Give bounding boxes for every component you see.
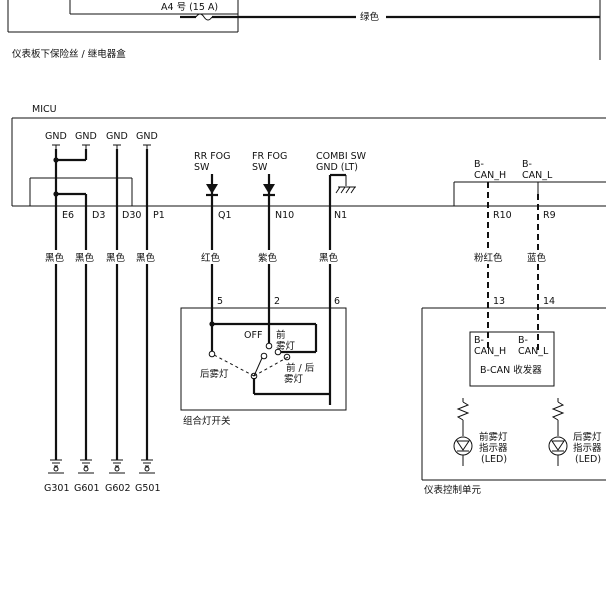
transceiver-name: B-CAN 收发器 bbox=[480, 364, 542, 376]
svg-text:CAN_L: CAN_L bbox=[518, 346, 549, 357]
top-fuse-box: A4 号 (15 A) 绿色 bbox=[7, 0, 601, 60]
wire-color-q1: 红色 bbox=[201, 252, 221, 264]
pin-5: 5 bbox=[217, 296, 223, 307]
combination-switch: 组合灯开关 OFF 前 雾灯 后雾灯 前 / 后 雾灯 bbox=[180, 307, 347, 427]
wire-color-n1: 黑色 bbox=[319, 252, 339, 264]
svg-text:B-: B- bbox=[474, 159, 484, 170]
terminal-d3: D3 bbox=[92, 210, 105, 221]
wire-color-r10: 粉红色 bbox=[474, 252, 503, 264]
svg-text:FR FOG: FR FOG bbox=[252, 151, 287, 162]
gnd-label-4: GND bbox=[136, 131, 158, 142]
svg-text:(LED): (LED) bbox=[481, 454, 507, 465]
svg-text:COMBI SW: COMBI SW bbox=[316, 151, 367, 162]
ground-g601: G601 bbox=[74, 483, 100, 494]
gnd-label-3: GND bbox=[106, 131, 128, 142]
ground-symbol-g501 bbox=[139, 459, 155, 474]
wire-color-d30: 黑色 bbox=[106, 252, 126, 264]
terminal-n1: N1 bbox=[334, 210, 347, 221]
ground-symbol-g301 bbox=[48, 459, 64, 474]
svg-text:B-: B- bbox=[522, 159, 532, 170]
svg-text:B-: B- bbox=[474, 335, 484, 346]
fuse-label: A4 号 (15 A) bbox=[161, 2, 218, 13]
fr-fog-sw: FR FOG SW N10 紫色 2 bbox=[252, 151, 294, 344]
rr-fog-sw: RR FOG SW Q1 红色 5 bbox=[194, 151, 232, 324]
terminal-n10: N10 bbox=[275, 210, 294, 221]
wire-color-d3: 黑色 bbox=[75, 252, 95, 264]
wire-color-e6: 黑色 bbox=[45, 252, 65, 264]
svg-text:RR FOG: RR FOG bbox=[194, 151, 231, 162]
pin-14: 14 bbox=[543, 296, 555, 307]
bcan-transceiver bbox=[469, 331, 555, 387]
pin-6: 6 bbox=[334, 296, 340, 307]
svg-text:指示器: 指示器 bbox=[479, 442, 508, 454]
ground-g301: G301 bbox=[44, 483, 70, 494]
gnd-label-1: GND bbox=[45, 131, 67, 142]
top-wire-color: 绿色 bbox=[360, 11, 380, 23]
label-front-rear-1: 前 / 后 bbox=[286, 362, 315, 374]
pin-2: 2 bbox=[274, 296, 280, 307]
terminal-r9: R9 bbox=[543, 210, 556, 221]
gauge-control-unit: 仪表控制单元 B- CAN_H B- CAN_L B-CAN 收发器 前雾灯 指… bbox=[421, 307, 606, 496]
wire-color-p1: 黑色 bbox=[136, 252, 156, 264]
fuse-relay-box-title: 仪表板下保险丝 / 继电器盒 bbox=[12, 48, 126, 60]
combi-sw-gnd: COMBI SW GND (LT) N1 黑色 6 bbox=[316, 151, 367, 405]
svg-text:指示器: 指示器 bbox=[573, 442, 602, 454]
svg-text:GND (LT): GND (LT) bbox=[316, 162, 358, 173]
pin-13: 13 bbox=[493, 296, 505, 307]
label-front-1: 前 bbox=[276, 329, 286, 341]
svg-text:CAN_H: CAN_H bbox=[474, 170, 506, 181]
ground-g602: G602 bbox=[105, 483, 131, 494]
terminal-d30: D30 bbox=[122, 210, 141, 221]
label-off: OFF bbox=[244, 330, 262, 341]
gnd-label-2: GND bbox=[75, 131, 97, 142]
front-fog-indicator-led bbox=[453, 398, 473, 466]
svg-text:(LED): (LED) bbox=[575, 454, 601, 465]
rear-fog-indicator-led bbox=[548, 398, 568, 466]
svg-text:CAN_L: CAN_L bbox=[522, 170, 553, 181]
terminal-e6: E6 bbox=[62, 210, 74, 221]
label-rear-fog: 后雾灯 bbox=[200, 369, 229, 380]
svg-text:CAN_H: CAN_H bbox=[474, 346, 506, 357]
terminal-p1: P1 bbox=[153, 210, 165, 221]
svg-text:SW: SW bbox=[252, 162, 268, 173]
label-front-rear-2: 雾灯 bbox=[284, 374, 304, 385]
gauge-title: 仪表控制单元 bbox=[424, 484, 482, 496]
svg-text:前雾灯: 前雾灯 bbox=[479, 431, 508, 443]
ground-symbols bbox=[48, 459, 155, 474]
svg-text:B-: B- bbox=[518, 335, 528, 346]
wire-color-r9: 蓝色 bbox=[527, 252, 547, 264]
combination-switch-title: 组合灯开关 bbox=[183, 415, 231, 427]
svg-text:SW: SW bbox=[194, 162, 210, 173]
svg-text:后雾灯: 后雾灯 bbox=[573, 432, 602, 443]
ground-symbol-g601 bbox=[78, 459, 94, 474]
terminal-q1: Q1 bbox=[218, 210, 232, 221]
internal-gnd-marks bbox=[52, 144, 151, 149]
ground-g501: G501 bbox=[135, 483, 161, 494]
gnd-wire-colors: 黑色 黑色 黑色 黑色 bbox=[42, 250, 161, 264]
ground-symbol-g602 bbox=[109, 459, 125, 474]
terminal-r10: R10 bbox=[493, 210, 512, 221]
micu-internal-wiring bbox=[29, 149, 149, 460]
micu-title: MICU bbox=[32, 104, 57, 115]
bcan-lines: B- CAN_H B- CAN_L R10 R9 粉红色 蓝色 13 14 bbox=[453, 159, 606, 350]
wire-color-n10: 紫色 bbox=[258, 252, 278, 264]
fuse-symbol bbox=[195, 13, 213, 21]
label-front-2: 雾灯 bbox=[276, 341, 296, 352]
micu-box: MICU bbox=[11, 104, 606, 207]
